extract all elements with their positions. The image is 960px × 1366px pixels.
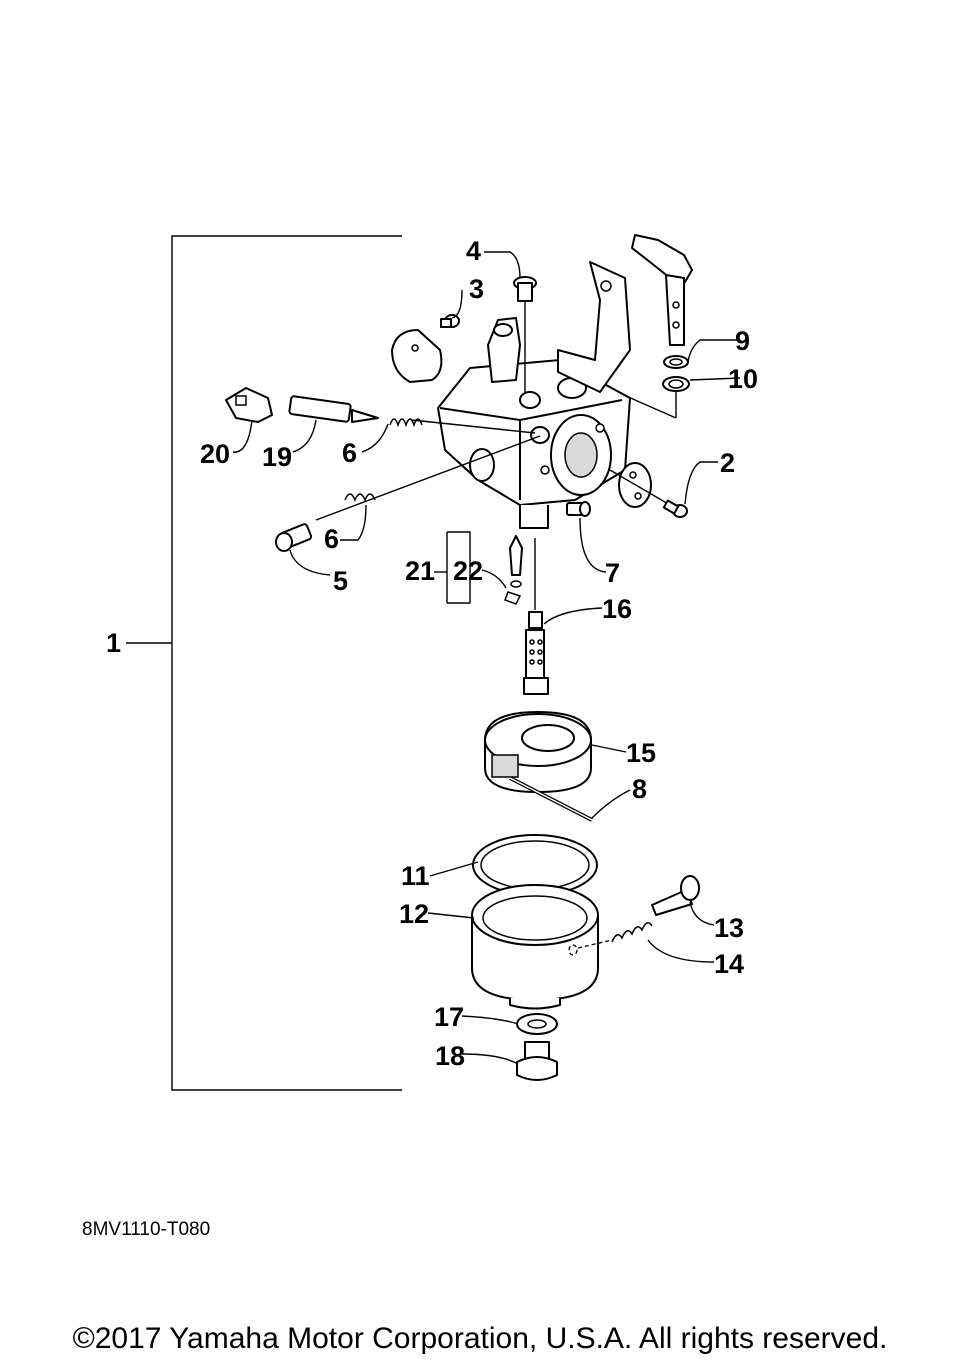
float-15	[484, 711, 592, 793]
callout-18: 18	[435, 1041, 465, 1071]
callout-17: 17	[434, 1002, 464, 1032]
float-pin-8	[509, 776, 593, 822]
callout-19: 19	[262, 442, 292, 472]
callout-8: 8	[632, 774, 647, 804]
callout-6b: 6	[324, 524, 339, 554]
assembly-bracket	[126, 235, 402, 1091]
screw-3	[440, 314, 460, 328]
callout-12: 12	[399, 899, 429, 929]
cap-20	[225, 387, 273, 423]
callout-3: 3	[469, 274, 484, 304]
screw-7	[566, 501, 591, 517]
choke-lever	[631, 234, 693, 346]
callout-7: 7	[605, 558, 620, 588]
screw-5	[275, 523, 313, 552]
callout-2: 2	[720, 448, 735, 478]
callout-4: 4	[466, 236, 481, 266]
callout-13: 13	[714, 913, 744, 943]
callout-16: 16	[602, 594, 632, 624]
float-bowl-12	[471, 884, 599, 1010]
callout-5: 5	[333, 566, 348, 596]
callout-10: 10	[728, 364, 758, 394]
float-bowl-gasket-11	[472, 834, 598, 896]
callout-9: 9	[735, 326, 750, 356]
main-jet-16	[523, 611, 549, 695]
drain-plug-18	[516, 1041, 558, 1081]
callout-14: 14	[714, 949, 744, 979]
spring-6-lower	[344, 493, 376, 502]
needle-19	[288, 395, 379, 423]
washer-17	[516, 1013, 558, 1035]
screw-2	[609, 469, 688, 518]
callout-1: 1	[106, 628, 121, 658]
callout-22: 22	[453, 556, 483, 586]
callout-6a: 6	[342, 438, 357, 468]
screw-4	[513, 276, 537, 394]
callout-21: 21	[405, 556, 435, 586]
copyright-notice: ©2017 Yamaha Motor Corporation, U.S.A. A…	[72, 1322, 888, 1355]
washer-9	[663, 355, 689, 369]
spring-6-upper	[389, 418, 536, 434]
spring-14	[577, 922, 653, 949]
screw-13	[651, 875, 700, 916]
float-valve-22	[504, 535, 523, 605]
callout-11: 11	[401, 861, 430, 891]
diagram-code: 8MV1110-T080	[82, 1219, 211, 1240]
callout-20: 20	[200, 439, 230, 469]
leader-lines	[232, 251, 741, 1065]
carburetor-body	[391, 261, 631, 529]
callout-15: 15	[626, 738, 656, 768]
washer-10	[662, 376, 690, 392]
